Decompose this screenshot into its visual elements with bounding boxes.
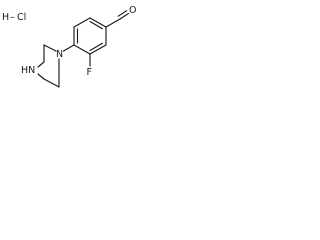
molecule-structure: H – Cl O F N HN: [2, 5, 136, 88]
salt-hydrogen: H: [2, 12, 9, 23]
salt-chlorine: Cl: [17, 12, 26, 23]
ring-bond-bottom-right: [89, 44, 107, 55]
piperazine-bond-bottom: [43, 78, 60, 88]
salt-bond: –: [10, 12, 15, 23]
hcl-salt: H – Cl: [2, 12, 26, 23]
piperazine-bond-nh-lower: [37, 73, 45, 80]
fluoro-group: F: [87, 53, 92, 78]
piperazine-nitrogen-aryl: N: [56, 49, 63, 60]
piperazine-ring: N HN: [21, 44, 75, 88]
ring-bond-top-right: [89, 17, 107, 28]
ring-bond-bottom-left: [73, 44, 91, 55]
aldehyde-carbonyl-bond-inner: [117, 10, 128, 17]
ring-double-bond-top-right: [89, 20, 104, 30]
aldehyde-bond-ring: [105, 18, 121, 28]
piperazine-bond-to-nh-upper: [37, 61, 45, 68]
fluorine-atom: F: [87, 67, 92, 78]
aldehyde-oxygen: O: [129, 5, 136, 16]
benzene-ring: [73, 17, 107, 55]
ring-double-bond-bottom-right: [89, 42, 104, 52]
piperazine-nh: HN: [21, 65, 35, 76]
piperazine-bond-n-upper-left: [43, 44, 57, 52]
aryl-n-bond: [62, 44, 75, 52]
aldehyde-carbonyl-bond: [119, 12, 130, 20]
aldehyde-group: O: [105, 5, 136, 28]
ring-bond-top-left: [73, 17, 91, 28]
